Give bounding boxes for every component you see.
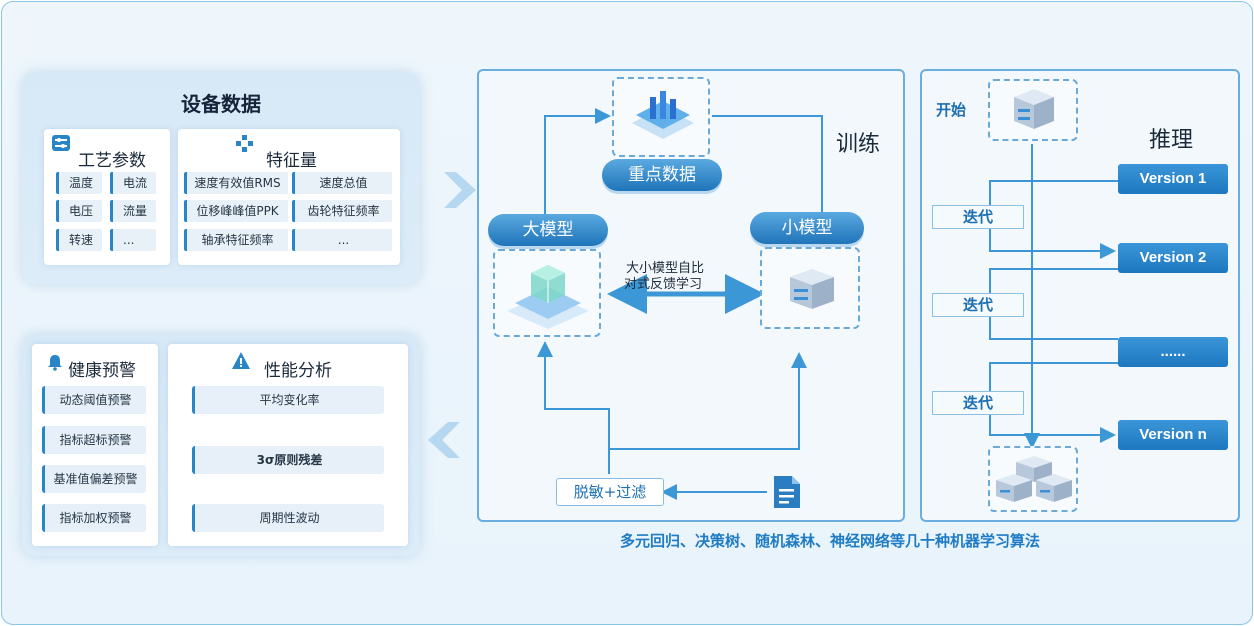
iterate-label: 迭代 [932,391,1024,415]
version-n-button: Version n [1118,420,1228,450]
desensitize-label: 脱敏+过滤 [573,483,647,501]
process-params-card: 工艺参数 温度 电流 电压 流量 转速 ... [44,129,170,265]
inference-start-label: 开始 [936,101,967,119]
key-data-icon-frame [612,77,710,157]
process-params-title: 工艺参数 [78,151,146,171]
large-model-pill: 大模型 [488,214,608,246]
feature-chip: ... [292,229,392,251]
warning-item: 基准值偏差预警 [42,465,146,493]
inference-title: 推理 [1149,128,1194,153]
chevron-left-icon [428,422,460,458]
param-chip: 转速 [56,229,102,251]
device-data-title: 设备数据 [181,92,261,116]
feature-chip: 速度总值 [292,172,392,194]
device-data-panel: 设备数据 工艺参数 温度 电流 电压 流量 转速 ... 特征量 速度有效值RM… [22,72,420,284]
param-chip: 电压 [56,200,102,222]
warning-item: 动态阈值预警 [42,386,146,414]
features-icon [234,134,254,154]
analysis-panel: 健康预警 动态阈值预警 指标超标预警 基准值偏差预警 指标加权预警 性能分析 平… [22,334,420,556]
performance-card: 性能分析 平均变化率 3σ原则残差 周期性波动 [168,344,408,546]
health-warning-card: 健康预警 动态阈值预警 指标超标预警 基准值偏差预警 指标加权预警 [32,344,158,546]
performance-item: 平均变化率 [192,386,384,414]
large-model-icon-frame [493,249,601,337]
data-chart-icon [632,91,694,139]
small-model-icon-frame [760,247,860,329]
health-warning-title: 健康预警 [68,361,136,381]
server-icon [790,269,834,309]
performance-item: 3σ原则残差 [192,446,384,474]
cube-platform-icon [507,265,589,329]
features-card: 特征量 速度有效值RMS 速度总值 位移峰峰值PPK 齿轮特征频率 轴承特征频率… [178,129,400,265]
performance-title: 性能分析 [264,361,332,381]
bell-icon [46,353,64,371]
feedback-label-line2: 对式反馈学习 [624,277,703,292]
version-2-button: Version 2 [1118,243,1228,273]
iterate-label: 迭代 [932,293,1024,317]
start-icon-frame [988,79,1078,141]
param-chip: 电流 [110,172,156,194]
key-data-pill: 重点数据 [602,159,722,191]
chevron-right-icon [444,172,476,208]
feedback-label-line1: 大小模型自比 [626,261,705,276]
param-chip: ... [110,229,156,251]
warning-item: 指标加权预警 [42,504,146,532]
warning-item: 指标超标预警 [42,426,146,454]
feature-chip: 轴承特征频率 [184,229,288,251]
param-chip: 温度 [56,172,102,194]
feature-chip: 位移峰峰值PPK [184,200,288,222]
document-icon [774,476,800,508]
small-model-pill: 小模型 [750,212,864,244]
result-icon-frame [988,446,1078,512]
server-icon [1014,89,1054,129]
feature-chip: 速度有效值RMS [184,172,288,194]
iterate-label: 迭代 [932,205,1024,229]
version-1-button: Version 1 [1118,164,1228,194]
performance-item: 周期性波动 [192,504,384,532]
sliders-icon [52,135,70,151]
features-title: 特征量 [266,151,317,171]
algorithms-caption: 多元回归、决策树、随机森林、神经网络等几十种机器学习算法 [620,532,1041,550]
server-cluster-icon [996,456,1072,502]
feature-chip: 齿轮特征频率 [292,200,392,222]
param-chip: 流量 [110,200,156,222]
version-ellipsis-button: ...... [1118,337,1228,367]
training-title: 训练 [836,132,881,157]
alert-icon [230,350,252,372]
desensitize-box: 脱敏+过滤 [556,478,664,506]
training-connectors [537,108,823,500]
